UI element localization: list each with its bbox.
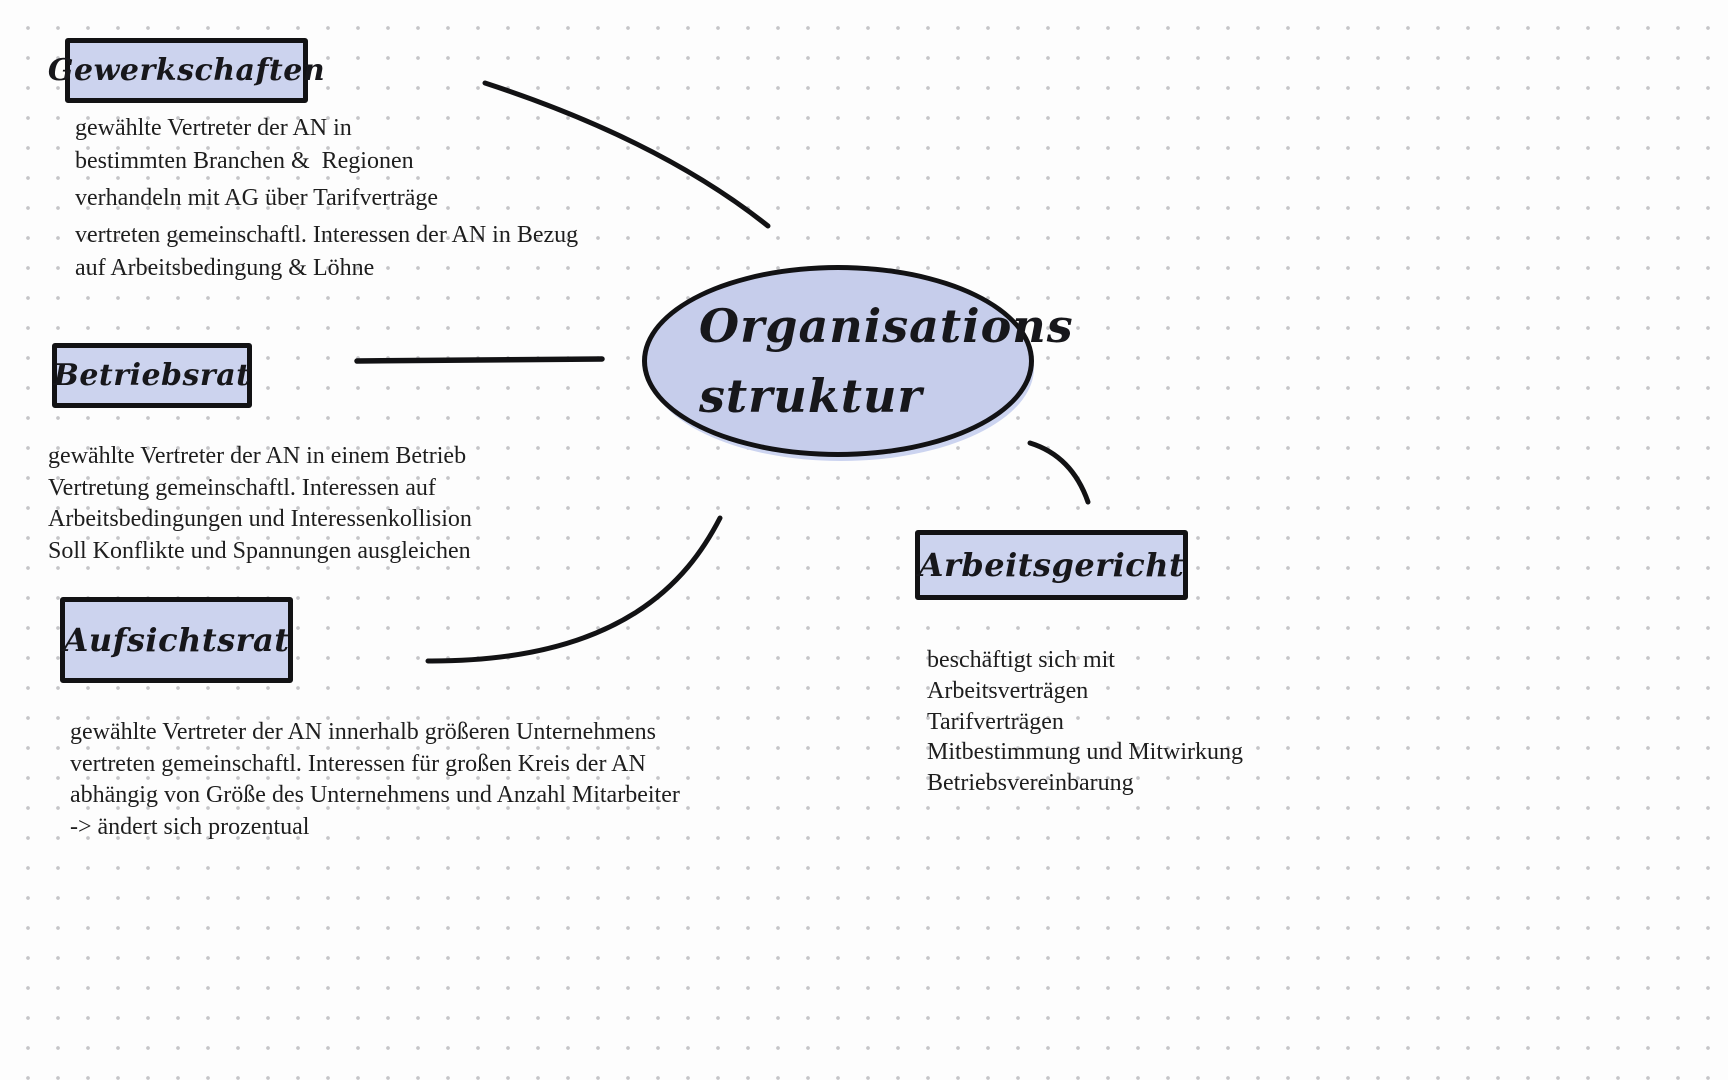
note-line: abhängig von Größe des Unternehmens und …	[70, 782, 680, 808]
notes-aufsichtsrat: gewählte Vertreter der AN innerhalb größ…	[70, 717, 680, 843]
note-line: Arbeitsverträgen	[927, 677, 1089, 704]
notes-betriebsrat: gewählte Vertreter der AN in einem Betri…	[48, 441, 472, 567]
note-line: verhandeln mit AG über Tarifverträge	[75, 185, 439, 211]
node-title-gewerkschaften: Gewerkschaften	[47, 53, 326, 88]
node-title-betriebsrat: Betriebsrat	[53, 358, 251, 393]
note-line: gewählte Vertreter der AN in einem Betri…	[48, 443, 467, 469]
note-line: gewählte Vertreter der AN in	[75, 115, 352, 141]
notes-arbeitsgericht: beschäftigt sich mit Arbeitsverträgen Ta…	[927, 645, 1243, 799]
center-node-organisationsstruktur: Organisations struktur	[642, 265, 1074, 457]
notes-gewerkschaften: gewählte Vertreter der AN in bestimmten …	[75, 112, 578, 285]
center-node-title-line1: Organisations	[699, 299, 1074, 353]
note-line: Vertretung gemeinschaftl. Interessen auf	[48, 474, 436, 501]
note-line: gewählte Vertreter der AN innerhalb größ…	[70, 719, 656, 745]
note-line: vertreten gemeinschaftl. Interessen der …	[75, 222, 579, 248]
node-box-gewerkschaften: Gewerkschaften	[48, 38, 325, 103]
note-line: -> ändert sich prozentual	[70, 813, 310, 840]
connector-gewerkschaften-line	[482, 80, 771, 229]
node-title-aufsichtsrat: Aufsichtsrat	[63, 621, 290, 659]
note-line: beschäftigt sich mit	[927, 647, 1115, 673]
note-line: Betriebsvereinbarung	[927, 770, 1134, 797]
connector-betriebsrat-line	[354, 356, 605, 364]
note-line: bestimmten Branchen & Regionen	[75, 148, 414, 174]
note-line: vertreten gemeinschaftl. Interessen für …	[70, 750, 646, 777]
note-line: Arbeitsbedingungen und Interessenkollisi…	[48, 506, 472, 532]
node-box-betriebsrat: Betriebsrat	[52, 343, 252, 408]
node-box-arbeitsgericht: Arbeitsgericht	[915, 530, 1188, 600]
note-line: auf Arbeitsbedingung & Löhne	[75, 255, 375, 281]
connector-aufsichtsrat-line	[425, 515, 723, 664]
node-box-aufsichtsrat: Aufsichtsrat	[60, 597, 293, 683]
center-node-title-line2: struktur	[699, 369, 923, 423]
note-line: Soll Konflikte und Spannungen ausgleiche…	[48, 537, 471, 564]
note-line: Mitbestimmung und Mitwirkung	[927, 739, 1244, 766]
note-line: Tarifverträgen	[927, 708, 1064, 735]
connector-arbeitsgericht-line	[1027, 440, 1091, 505]
node-title-arbeitsgericht: Arbeitsgericht	[918, 546, 1185, 584]
